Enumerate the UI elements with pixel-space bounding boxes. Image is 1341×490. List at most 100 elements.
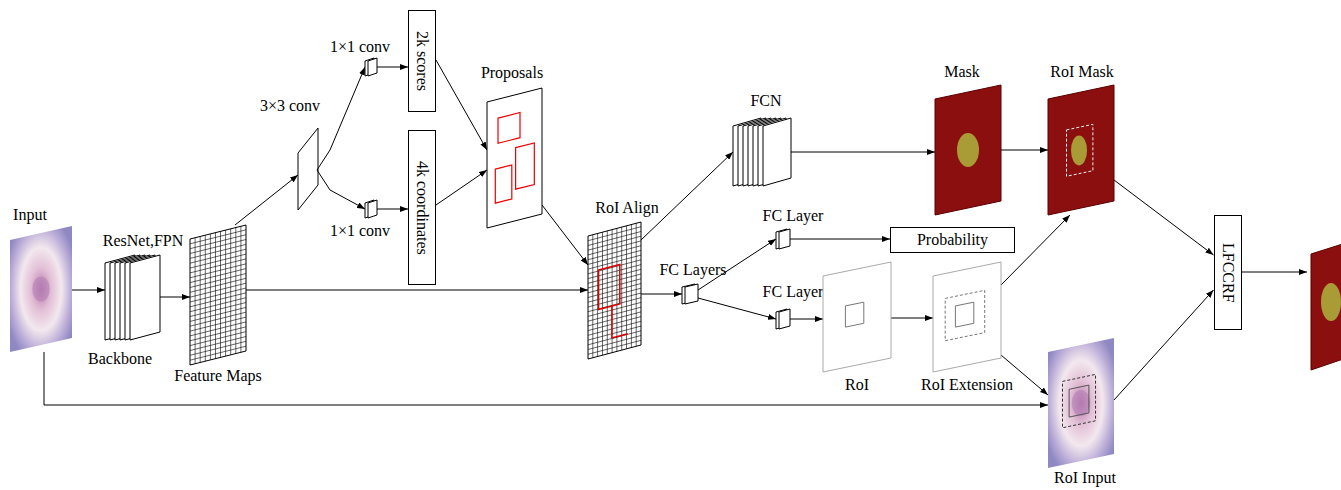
node-label: Mask	[944, 63, 980, 81]
node-shape	[776, 229, 790, 249]
roi-box	[955, 302, 973, 327]
node-label: Proposals	[481, 64, 543, 82]
layer-stack: FC Layer	[776, 229, 790, 249]
node-shape	[935, 85, 1001, 215]
mask-region	[957, 133, 979, 167]
output-mask-plane	[1311, 241, 1341, 370]
node-shape	[588, 222, 641, 359]
roi-extension-box	[945, 290, 985, 340]
node-shape	[733, 118, 791, 186]
connector-arrow	[246, 290, 588, 291]
grid-lines	[588, 223, 641, 357]
roi-input-image: RoI Input	[1048, 338, 1114, 468]
node-shape	[190, 225, 246, 365]
node-shape	[487, 88, 542, 228]
node-shape	[1048, 85, 1114, 215]
roi-highlight	[599, 265, 620, 310]
proposal-map: Proposals	[487, 88, 542, 228]
node-shape	[823, 262, 891, 372]
roi-outline	[933, 262, 1001, 372]
connector-arrow	[377, 209, 408, 210]
image-fill	[10, 226, 72, 352]
layer-sheet	[368, 200, 377, 218]
connector-arrow	[791, 152, 935, 153]
node-label: ResNet,FPN	[103, 232, 183, 250]
layer-stack: 1×1 conv	[365, 200, 377, 218]
node-shape	[10, 226, 72, 352]
node-shape	[682, 284, 698, 304]
layer-sheet	[368, 58, 377, 76]
image-blob	[1072, 390, 1090, 416]
roi-plane: RoI	[823, 262, 891, 372]
connector-arrow	[641, 152, 733, 240]
roi-extension-plane: RoI Extension	[933, 262, 1001, 372]
connector-arrow	[160, 297, 190, 298]
layer-sheet	[763, 118, 791, 186]
node-label: RoI Extension	[921, 376, 1013, 394]
mask-plane	[1048, 85, 1114, 215]
node-label: RoI Input	[1054, 469, 1116, 487]
conv-branch	[317, 150, 330, 190]
mask-map: Mask	[935, 85, 1001, 215]
connector-arrow	[1114, 180, 1214, 255]
node-shape	[1048, 338, 1114, 468]
connector-arrow	[641, 294, 682, 295]
text-box: 2k scores	[408, 10, 436, 112]
grid-plane	[588, 222, 641, 359]
grid-plane	[190, 225, 246, 365]
layer-stack: FC Layers	[682, 284, 698, 304]
text-box: 4k coordinates	[408, 130, 436, 285]
node-label: FC Layer	[763, 207, 824, 225]
connector-arrow	[1114, 290, 1214, 400]
node-label: 2k scores	[413, 31, 431, 91]
node-label: RoI Align	[595, 199, 659, 217]
node-label: 1×1 conv	[330, 222, 390, 240]
layer-sheet	[685, 284, 698, 304]
conv-sheet	[298, 128, 318, 210]
node-shape	[365, 58, 377, 76]
feature-grid: Feature Maps	[190, 225, 246, 365]
roi-box	[1069, 385, 1089, 417]
roi-outline	[823, 262, 891, 372]
connector-arrow	[790, 319, 823, 320]
node-shape	[776, 309, 790, 329]
node-label: Backbone	[88, 350, 152, 368]
connector-arrow	[542, 205, 588, 265]
node-label: 1×1 conv	[330, 38, 390, 56]
roi-mask-map: RoI Mask	[1048, 85, 1114, 215]
node-shape	[933, 262, 1001, 372]
connector-arrow	[891, 318, 933, 319]
connector-arrow	[436, 60, 487, 150]
proposal-box	[495, 165, 512, 203]
layer-stack: FCN	[733, 118, 791, 186]
connector-arrow	[72, 290, 105, 291]
connector-arrow	[235, 175, 298, 225]
image-fill	[1048, 338, 1114, 468]
node-shape	[105, 255, 160, 340]
output-arrow	[1241, 272, 1307, 273]
mask-plane	[935, 85, 1001, 215]
layer-sheet	[779, 309, 790, 329]
layer-stack: FC Layer	[776, 309, 790, 329]
connector-arrow	[330, 190, 365, 209]
proposal-box	[498, 113, 520, 144]
node-label: FC Layer	[763, 283, 824, 301]
layer-stack: ResNet,FPNBackbone	[105, 255, 160, 340]
connector-arrow	[436, 170, 487, 205]
node-label: 3×3 conv	[260, 97, 320, 115]
node-label: Probability	[917, 231, 988, 249]
node-label: FC Layers	[659, 261, 726, 279]
node-label: RoI	[845, 376, 869, 394]
node-shape	[365, 200, 377, 218]
roi-dashed-box	[1063, 374, 1096, 427]
node-label: RoI Mask	[1050, 63, 1114, 81]
connector-arrow	[790, 239, 890, 240]
layer-sheet	[779, 229, 790, 249]
node-label: LFCCRF	[1219, 243, 1237, 303]
roi-box	[845, 302, 863, 327]
node-shape	[298, 128, 330, 210]
connector-arrow	[377, 67, 408, 68]
connector-arrow	[330, 67, 365, 150]
text-box: LFCCRF	[1214, 215, 1242, 330]
proposal-plane	[487, 88, 542, 228]
